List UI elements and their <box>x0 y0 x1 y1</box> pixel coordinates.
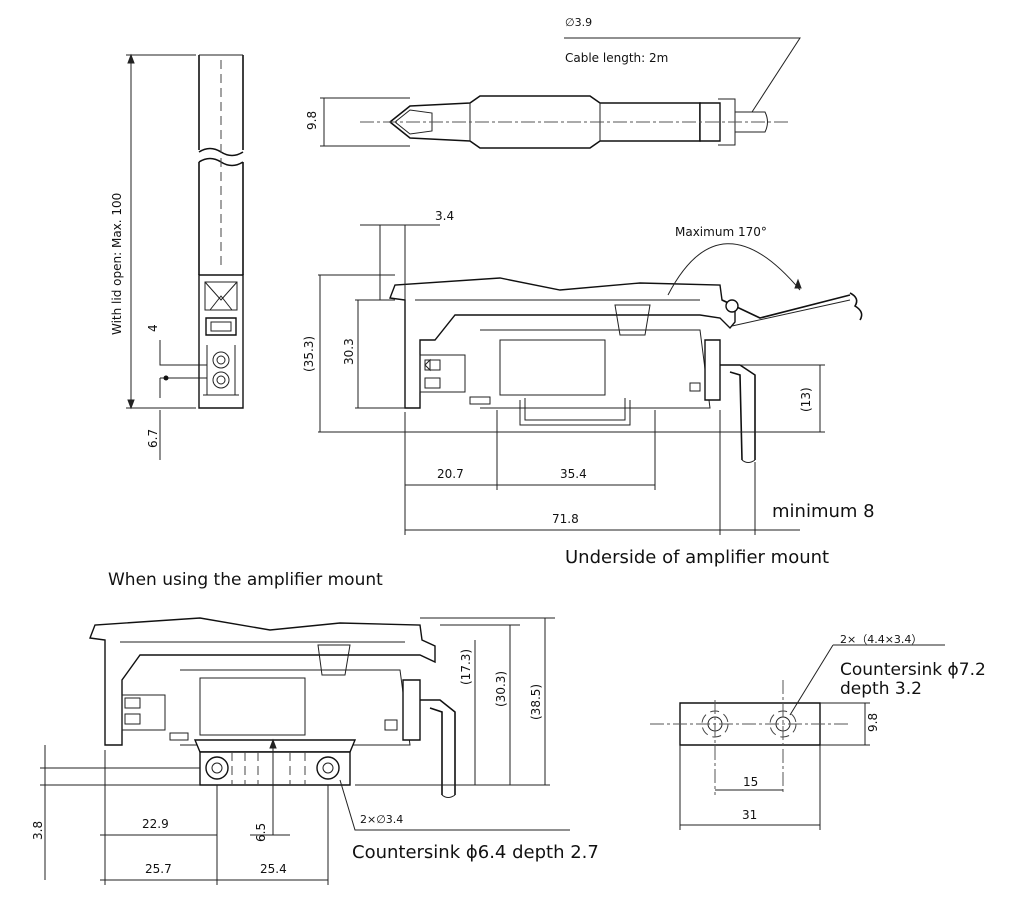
label-when-using: When using the amplifier mount <box>108 570 383 590</box>
label-6-7: 6.7 <box>146 429 160 448</box>
label-countersink-6-4: Countersink ϕ6.4 depth 2.7 <box>352 842 599 863</box>
label-35-3: (35.3) <box>302 336 316 372</box>
label-9-8b: 9.8 <box>866 713 880 732</box>
label-countersink-7-2-b: depth 3.2 <box>840 679 922 699</box>
label-9-8: 9.8 <box>305 111 319 130</box>
label-lid-open: With lid open: Max. 100 <box>110 193 124 335</box>
label-minimum-8: minimum 8 <box>772 501 875 522</box>
amp-side-view <box>318 224 863 535</box>
label-25-7: 25.7 <box>145 862 172 876</box>
label-20-7: 20.7 <box>437 467 464 481</box>
label-13: (13) <box>799 387 813 412</box>
label-holes-2x: 2×∅3.4 <box>360 813 403 826</box>
label-countersink-7-2-a: Countersink ϕ7.2 <box>840 660 986 680</box>
label-slot-2x: 2×（4.4×3.4） <box>840 633 922 646</box>
label-31: 31 <box>742 808 757 822</box>
label-25-4: 25.4 <box>260 862 287 876</box>
label-30-3: 30.3 <box>342 338 356 365</box>
label-71-8: 71.8 <box>552 512 579 526</box>
label-30-3b: (30.3) <box>494 671 508 707</box>
label-diameter: ∅3.9 <box>565 16 592 29</box>
label-3-4: 3.4 <box>435 209 454 223</box>
mount-underside-view <box>650 644 945 830</box>
label-6-5: 6.5 <box>254 823 268 842</box>
end-view <box>126 53 244 460</box>
top-view <box>320 37 801 149</box>
label-15: 15 <box>743 775 758 789</box>
label-4: 4 <box>146 324 160 332</box>
label-max-angle: Maximum 170° <box>675 225 767 239</box>
label-22-9: 22.9 <box>142 817 169 831</box>
label-3-8: 3.8 <box>31 821 45 840</box>
label-underside: Underside of amplifier mount <box>565 547 829 568</box>
mount-view <box>40 617 570 885</box>
label-35-4: 35.4 <box>560 467 587 481</box>
label-38-5: (38.5) <box>529 684 543 720</box>
label-cable-length: Cable length: 2m <box>565 51 668 65</box>
label-17-3: (17.3) <box>459 649 473 685</box>
